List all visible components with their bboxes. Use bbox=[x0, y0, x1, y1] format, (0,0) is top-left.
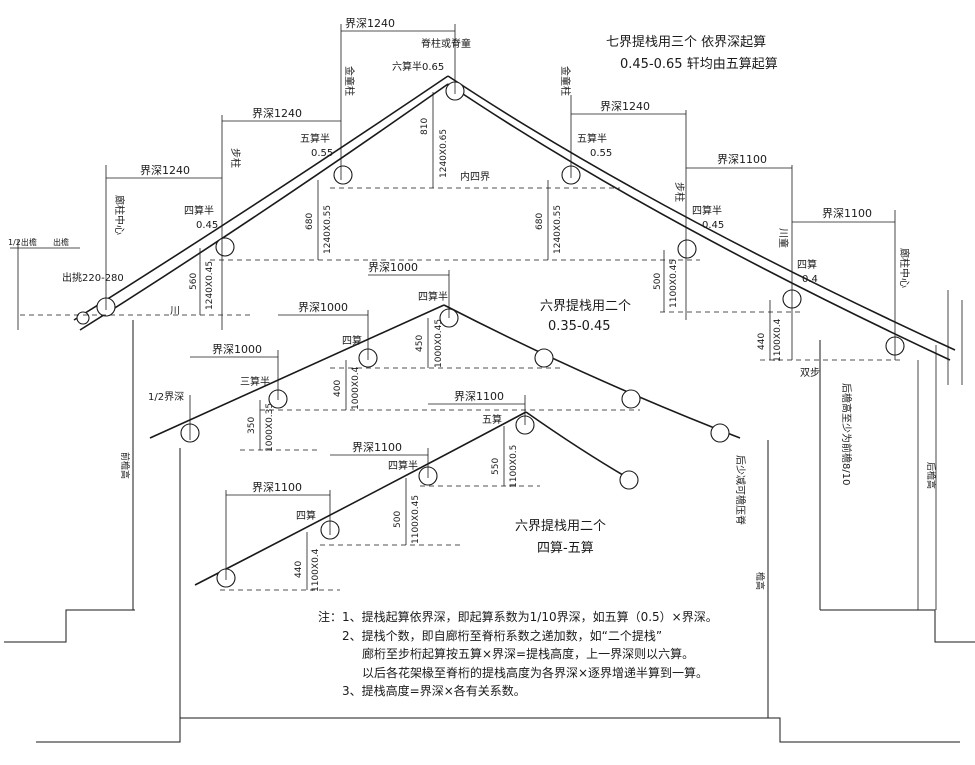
ridge-label: 脊柱或脊童 bbox=[421, 37, 471, 50]
half-eave-label: 1/2出檐 bbox=[8, 237, 37, 247]
span-label: 界深1100 bbox=[717, 153, 767, 166]
dim-formula: 1000X0.4 bbox=[351, 366, 361, 410]
ridge-coefficient: 六算半0.65 bbox=[392, 60, 444, 73]
purlin bbox=[710, 423, 730, 443]
dim-value: 440 bbox=[757, 333, 767, 350]
dim-formula: 1100X0.5 bbox=[509, 445, 519, 488]
coef-label: 三算半 bbox=[240, 375, 270, 388]
dim-value: 500 bbox=[393, 511, 403, 528]
dim-value: 450 bbox=[415, 335, 425, 352]
coef-label: 五算半 bbox=[577, 132, 607, 145]
dim-value: 350 bbox=[247, 417, 257, 434]
dim-value: 400 bbox=[333, 380, 343, 397]
coef-label: 五算半 bbox=[300, 132, 330, 145]
span-label: 界深1100 bbox=[822, 207, 872, 220]
jin-tong-column-left: 金童柱 bbox=[343, 66, 356, 96]
notes-block: 注：1、提栈起算依界深，即起算系数为1/10界深，如五算（0.5）×界深。 2、… bbox=[318, 608, 738, 701]
back-eave-label: 后檐高 bbox=[925, 462, 937, 489]
dim-formula: 1100X0.45 bbox=[669, 259, 679, 308]
dim-formula: 1240X0.55 bbox=[323, 205, 333, 254]
bu-column-right: 步柱 bbox=[673, 182, 686, 202]
truss-six-bay-a bbox=[149, 270, 741, 451]
span-label: 界深1100 bbox=[352, 441, 402, 454]
double-step-label: 双步 bbox=[800, 367, 820, 379]
coef-value: 0.55 bbox=[590, 148, 612, 159]
corridor-column-left: 廊柱中心 bbox=[113, 195, 126, 235]
dim-formula: 1240X0.45 bbox=[205, 261, 215, 310]
dim-formula: 1100X0.4 bbox=[773, 318, 783, 362]
dim-formula: 1000X0.45 bbox=[434, 319, 444, 368]
purlin bbox=[534, 348, 554, 368]
dim-value: 440 bbox=[294, 561, 304, 578]
purlin bbox=[619, 470, 639, 490]
span-label: 界深1000 bbox=[368, 261, 418, 274]
half-bay-label: 1/2界深 bbox=[148, 391, 184, 403]
note-line: 2、提栈个数，即自廊桁至脊桁系数之递加数，如“二个提栈” bbox=[342, 628, 663, 643]
span-label: 界深1000 bbox=[298, 301, 348, 314]
jin-tong-column-right: 金童柱 bbox=[559, 66, 572, 96]
coef-value: 0.4 bbox=[802, 274, 818, 285]
dim-formula: 1000X0.35 bbox=[265, 403, 275, 452]
eave-height-label: 檐高 bbox=[754, 572, 766, 590]
back-eave-note: 后檐高至少为前檐8/10 bbox=[840, 383, 853, 485]
dim-formula: 1100X0.45 bbox=[411, 495, 421, 544]
coef-value: 0.55 bbox=[311, 148, 333, 159]
span-label: 界深1240 bbox=[600, 100, 650, 113]
purlin bbox=[621, 389, 641, 409]
coef-value: 0.45 bbox=[196, 220, 218, 231]
purlin bbox=[333, 165, 353, 185]
inner-four-bays-label: 内四界 bbox=[460, 170, 490, 183]
dim-formula: 1240X0.65 bbox=[439, 129, 449, 178]
note-line: 3、提栈高度=界深×各有关系数。 bbox=[342, 684, 526, 698]
coef-label: 四算 bbox=[296, 509, 316, 522]
six-bay-a-range: 0.35-0.45 bbox=[548, 319, 611, 334]
purlin bbox=[677, 239, 697, 259]
coef-label: 四算半 bbox=[692, 204, 722, 217]
dim-value: 500 bbox=[653, 273, 663, 290]
span-label: 界深1240 bbox=[140, 164, 190, 177]
chuan-tong-label: 川童 bbox=[777, 228, 790, 248]
chuan-label: 川 bbox=[170, 306, 180, 317]
note-line: 以后各花架椽至脊桁的提栈高度为各界深×逐界增递半算到一算。 bbox=[362, 665, 709, 680]
dim-formula: 1100X0.4 bbox=[311, 548, 321, 592]
heading-line2: 0.45-0.65 轩均由五算起算 bbox=[620, 57, 778, 72]
coef-label: 四算 bbox=[797, 258, 817, 271]
dim-formula: 1240X0.55 bbox=[553, 205, 563, 254]
overhang-label: 出挑220-280 bbox=[62, 271, 124, 284]
eave-small-label: 出檐 bbox=[53, 237, 69, 247]
note-line: 廊桁至步桁起算按五算×界深=提栈高度，上一界深则以六算。 bbox=[362, 647, 695, 661]
purlin bbox=[76, 311, 90, 325]
dim-value: 560 bbox=[189, 273, 199, 290]
coef-label: 五算 bbox=[482, 413, 502, 426]
coef-label: 四算半 bbox=[184, 204, 214, 217]
coef-value: 0.45 bbox=[702, 220, 724, 231]
dim-value: 550 bbox=[491, 458, 501, 475]
note-line: 注：1、提栈起算依界深，即起算系数为1/10界深，如五算（0.5）×界深。 bbox=[318, 610, 718, 624]
span-label: 界深1100 bbox=[454, 390, 504, 403]
six-bay-b-title: 六界提栈用二个 bbox=[515, 518, 606, 534]
coef-label: 四算半 bbox=[418, 290, 448, 303]
dim-value: 680 bbox=[305, 213, 315, 230]
span-label: 界深1240 bbox=[252, 107, 302, 120]
dim-value: 810 bbox=[420, 118, 430, 135]
span-label: 界深1100 bbox=[252, 481, 302, 494]
bu-column-left: 步柱 bbox=[229, 148, 242, 168]
front-eave-label: 前檐高 bbox=[119, 452, 131, 479]
purlin bbox=[215, 237, 235, 257]
ground-lines bbox=[4, 320, 975, 743]
span-label: 界深1000 bbox=[212, 343, 262, 356]
coef-label: 四算 bbox=[342, 334, 362, 347]
heading-line1: 七界提栈用三个 依界深起算 bbox=[606, 34, 766, 50]
span-label: 界深1240 bbox=[345, 17, 395, 30]
rear-eave-side-note: 后少减可檐压脊 bbox=[734, 455, 747, 525]
six-bay-a-title: 六界提栈用二个 bbox=[540, 298, 631, 314]
corridor-column-right: 廊柱中心 bbox=[898, 248, 911, 288]
six-bay-b-range: 四算-五算 bbox=[537, 541, 594, 556]
coef-label: 四算半 bbox=[388, 459, 418, 472]
dim-value: 680 bbox=[535, 213, 545, 230]
truss-seven-bay bbox=[10, 24, 963, 610]
truss-six-bay-b bbox=[194, 395, 639, 591]
